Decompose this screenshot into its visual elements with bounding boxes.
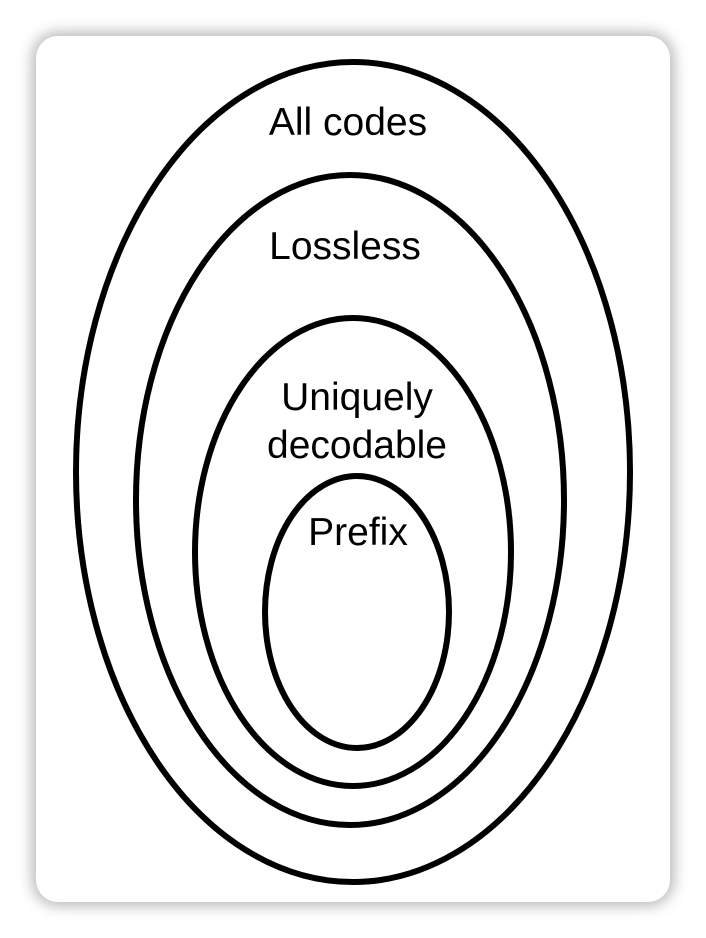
prefix-label: Prefix — [308, 511, 408, 554]
all-codes-ellipse — [73, 59, 633, 885]
uniquely-decodable-ellipse — [192, 315, 514, 789]
uniquely-decodable-label: Uniquely decodable — [267, 374, 447, 470]
uniquely-decodable-label-line-1: Uniquely — [281, 376, 433, 419]
uniquely-decodable-label-line-2: decodable — [267, 424, 447, 467]
lossless-label: Lossless — [269, 225, 421, 268]
prefix-ellipse — [262, 473, 452, 751]
lossless-ellipse — [133, 172, 567, 828]
all-codes-label: All codes — [268, 101, 428, 144]
